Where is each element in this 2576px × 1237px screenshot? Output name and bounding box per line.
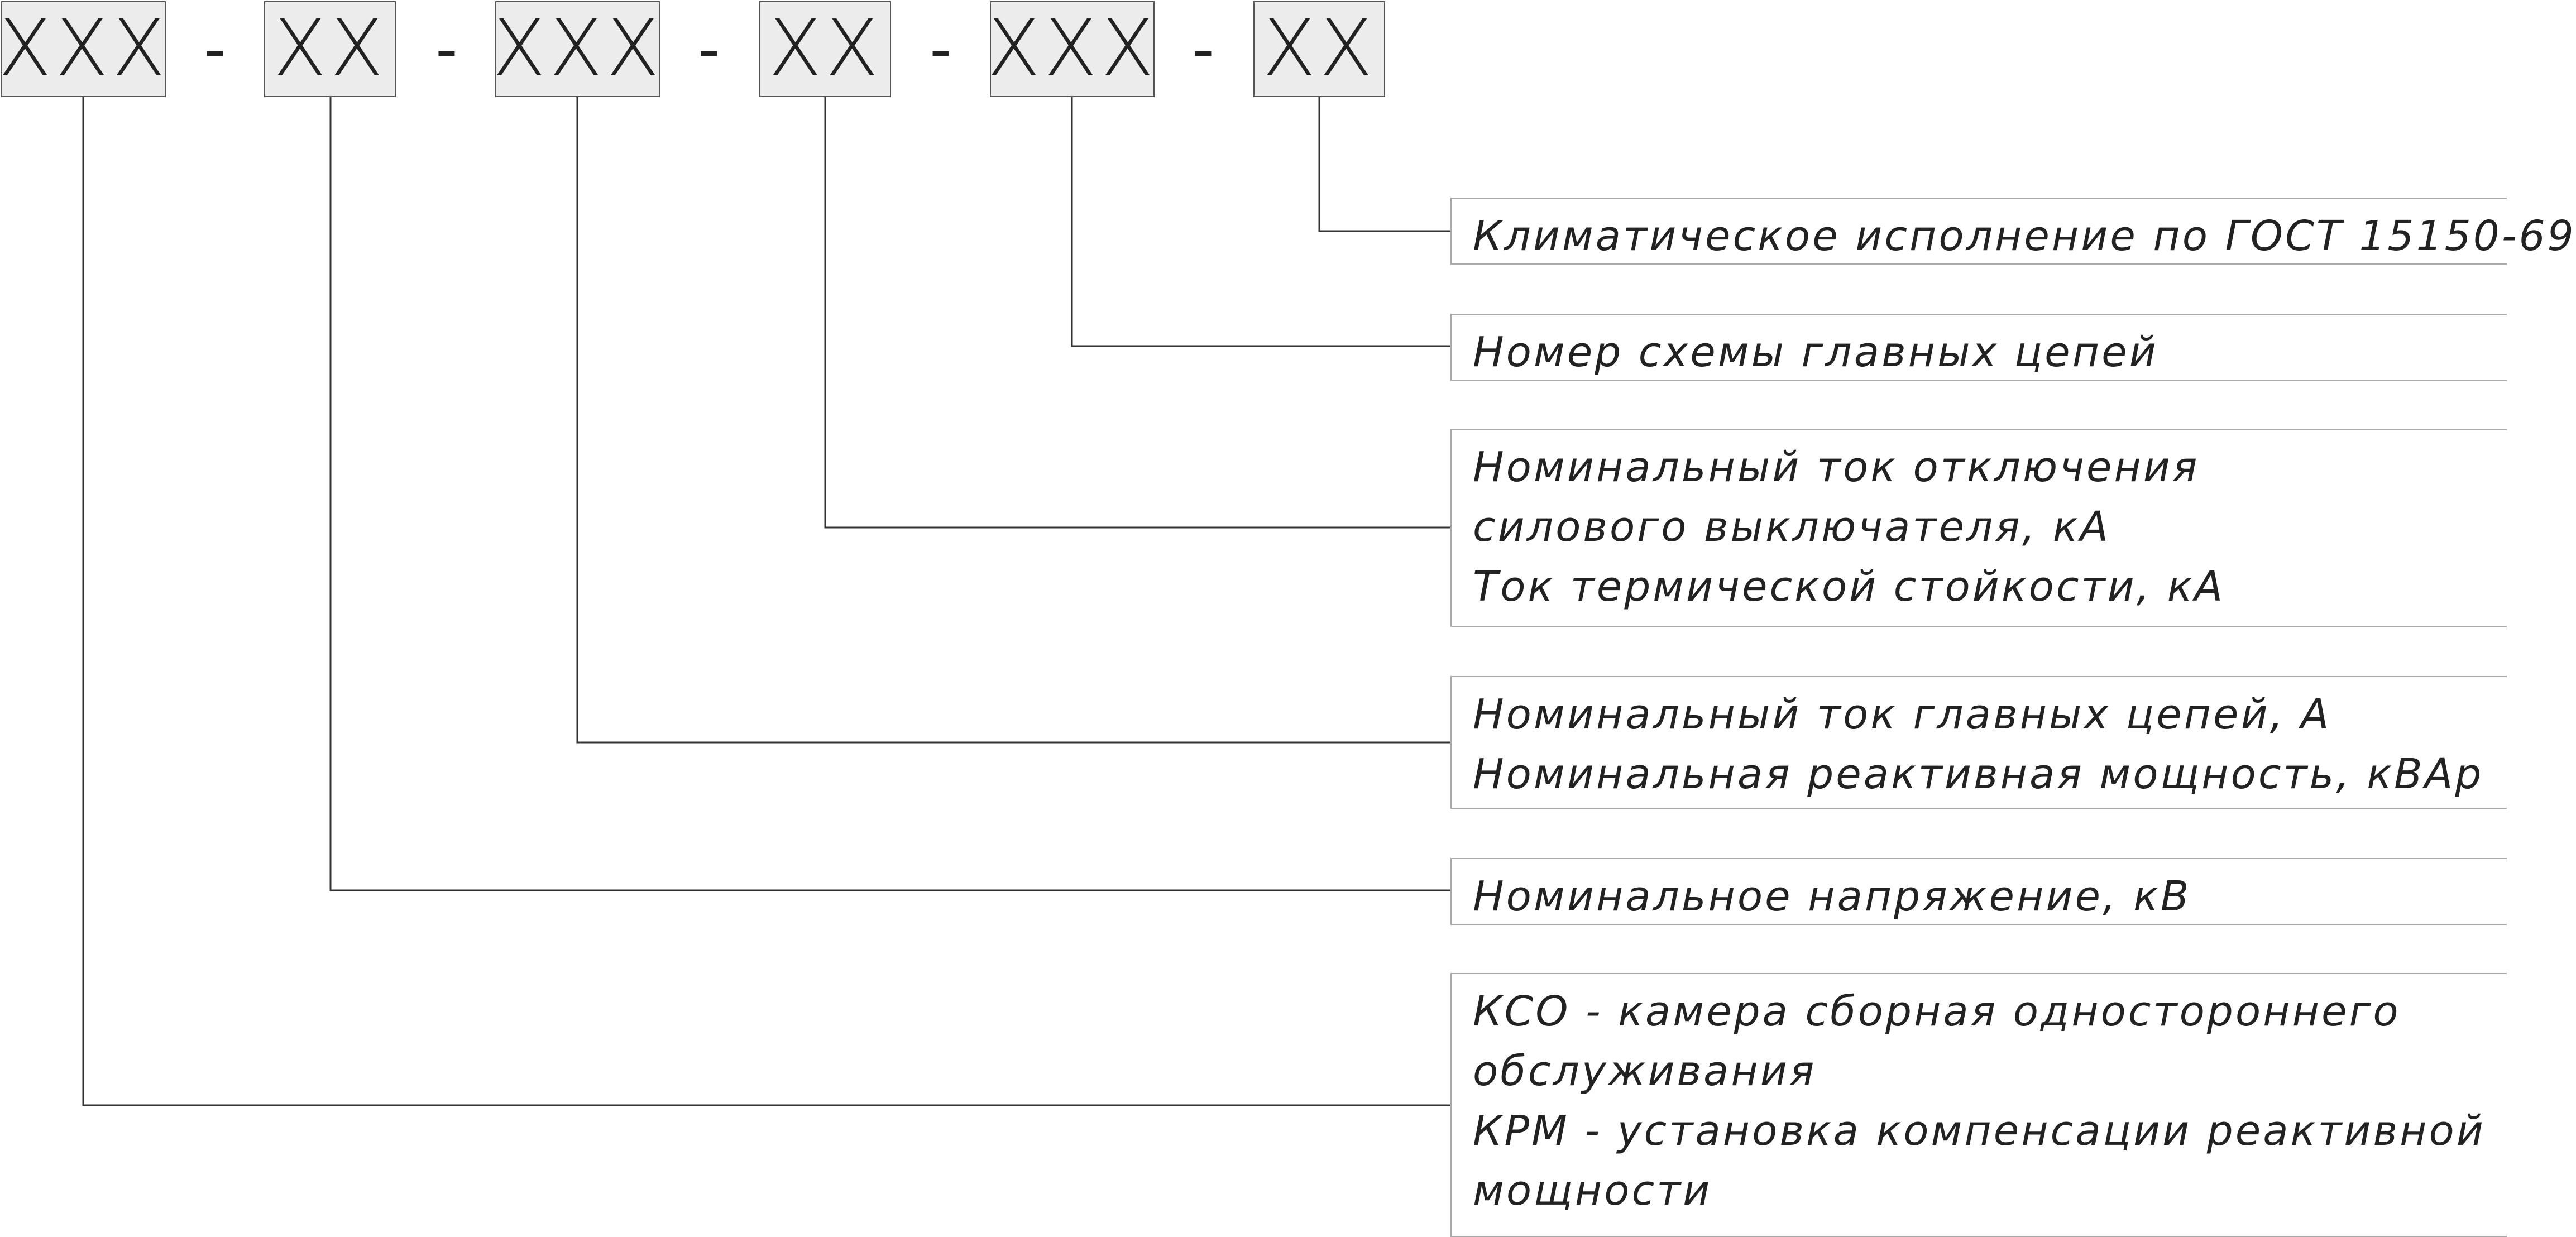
description-line: Номинальная реактивная мощность, кВАр [1473,750,2484,798]
connector-climatic [1318,97,1450,232]
connector-lines [82,97,1450,1106]
separator-dash: - [204,13,226,85]
connector-circuit-scheme [1071,97,1450,347]
connector-voltage [329,97,1450,891]
description-line: Номинальный ток отключения [1473,443,2200,491]
code-segment-voltage: XX [264,1,396,97]
code-segment-climatic: XX [1253,1,1385,97]
description-climatic: Климатическое исполнение по ГОСТ 15150-6… [1450,198,2576,265]
code-segment-circuit-scheme: XXX [987,1,1155,97]
description-line: обслуживания [1473,1047,1817,1095]
description-line: КСО - камера сборная одностороннего [1473,987,2401,1035]
description-circuit-scheme: Номер схемы главных цепей [1450,314,2507,381]
connector-breaking-current [824,97,1450,529]
description-product-type: КСО - камера сборная одностороннего обсл… [1450,973,2507,1237]
description-line: Номер схемы главных цепей [1473,328,2158,376]
description-line: мощности [1473,1167,1712,1215]
code-segment-main-current: XXX [492,1,660,97]
description-voltage: Номинальное напряжение, кВ [1450,858,2507,925]
description-breaking-current: Номинальный ток отключения силового выкл… [1450,429,2507,627]
separator-dash: - [930,13,952,85]
description-line: Номинальное напряжение, кВ [1473,872,2191,920]
description-line: силового выключателя, кА [1473,503,2111,551]
separator-dash: - [1192,13,1214,85]
separator-dash: - [698,13,720,85]
connector-product-type [82,97,1450,1106]
separator-dash: - [435,13,458,85]
description-line: Ток термической стойкости, кА [1473,563,2225,611]
code-segment-product-type: XXX [0,1,166,97]
description-line: Номинальный ток главных цепей, А [1473,691,2331,739]
description-main-current: Номинальный ток главных цепей, А Номинал… [1450,676,2507,809]
connector-main-current [576,97,1450,744]
description-line: Климатическое исполнение по ГОСТ 15150-6… [1473,212,2576,260]
code-segment-breaking-current: XX [759,1,891,97]
description-line: КРМ - установка компенсации реактивной [1473,1107,2486,1155]
